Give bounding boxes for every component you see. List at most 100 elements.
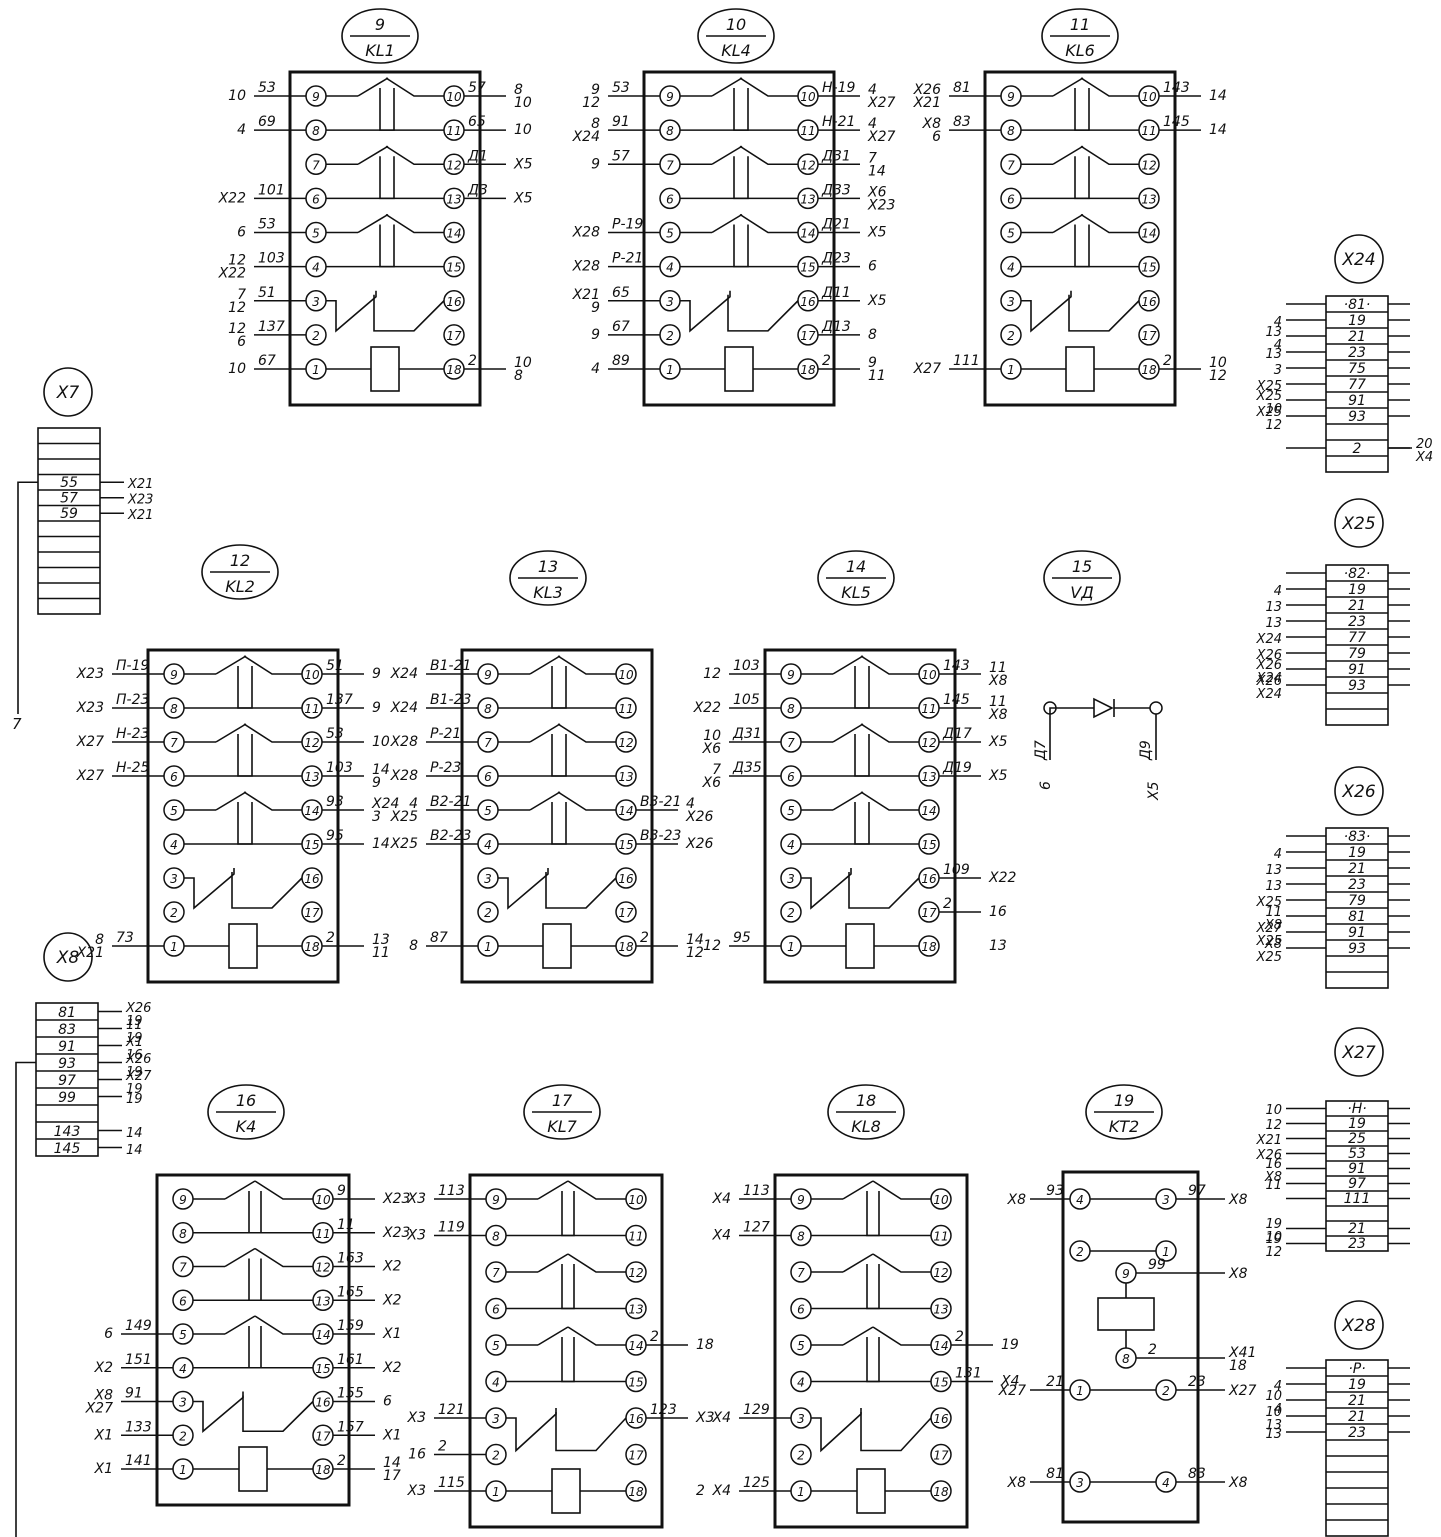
pin-number: 9	[492, 1193, 500, 1207]
changeover-contact	[373, 294, 445, 332]
destination-label-part: X27	[867, 129, 895, 145]
destination-label: 6	[383, 1394, 392, 1410]
pin-number: 17	[1141, 329, 1157, 343]
wire-label: Д21	[821, 217, 851, 233]
terminal-number: 77	[1348, 630, 1366, 646]
changeover-contact	[193, 1391, 244, 1433]
contact-blade	[1052, 77, 1084, 97]
pin-number: 7	[484, 736, 492, 750]
terminal-number: 21	[1348, 329, 1366, 345]
destination-label-part: X24	[572, 129, 600, 145]
wire-label: 83	[1188, 1466, 1206, 1482]
wire-label: 155	[337, 1386, 364, 1402]
contact-wire	[379, 224, 444, 268]
destination-label: 4	[1274, 315, 1282, 330]
terminal-number: 53	[1348, 1146, 1366, 1162]
destination-label-part: 4	[868, 116, 877, 132]
destination-label-part: 9	[591, 300, 600, 316]
pin-number: 6	[484, 770, 492, 784]
relay-title-circle	[201, 544, 279, 600]
destination-label: 11	[1265, 1178, 1282, 1193]
pin-number: 2	[666, 329, 674, 343]
destination-label: X28	[572, 225, 600, 241]
wire-label: Р-23	[430, 760, 461, 776]
terminal-number: ·Н·	[1347, 1101, 1366, 1117]
pin-number: 3	[492, 1412, 500, 1426]
pin-number: 10	[800, 90, 816, 104]
wire-label: 69	[258, 114, 276, 130]
destination-label: 13	[1265, 879, 1282, 894]
destination-label: 10	[228, 88, 246, 104]
diode-terminal	[1149, 701, 1163, 715]
destination-label-part: 12	[228, 253, 246, 269]
terminal-number: 21	[1348, 1393, 1366, 1409]
wire-label: Д31	[821, 148, 851, 164]
pin-number: 11	[628, 1230, 643, 1244]
destination-label-part: X21	[572, 287, 600, 303]
destination-label: X22	[693, 700, 721, 716]
wire-label: 2	[1163, 353, 1172, 369]
destination-label: 6	[104, 1326, 113, 1342]
wire-label: 2	[943, 896, 952, 912]
pin-4	[163, 833, 185, 855]
pin-number: 10	[446, 90, 462, 104]
destination-label-part: 14	[868, 163, 886, 179]
pin-number: 18	[933, 1485, 949, 1499]
pin-number: 15	[315, 1362, 330, 1376]
destination-label-part: 14	[372, 762, 390, 778]
coil	[542, 923, 572, 969]
wire-label: 81	[953, 80, 971, 96]
terminal-block-title-circle	[43, 367, 93, 417]
contact-blade	[537, 1180, 569, 1200]
pin-number: 8	[1122, 1352, 1130, 1366]
contact-blade	[842, 1326, 874, 1346]
destination-label-part: X21	[913, 95, 941, 111]
destination-label: X4	[712, 1228, 732, 1244]
contact-blade	[254, 1247, 313, 1268]
destination-label: X2	[382, 1259, 402, 1275]
wire-label: 123	[650, 1402, 677, 1418]
pin-number: 7	[666, 158, 674, 172]
contact-blade	[842, 1180, 874, 1200]
pin-number: 18	[921, 940, 937, 954]
contact-wire	[237, 666, 302, 709]
relay-number: 17	[552, 1091, 573, 1110]
terminal-block-title-circle	[43, 932, 93, 982]
pin-number: 17	[933, 1449, 949, 1463]
wire-label: В3-21	[640, 794, 681, 810]
pin-number: 13	[446, 192, 461, 206]
wire-label: Д33	[821, 182, 851, 198]
pin-number: 18	[800, 363, 816, 377]
pin-number: 7	[787, 736, 795, 750]
relay-body	[146, 648, 340, 984]
contact-wire	[1074, 88, 1139, 131]
wire-label: 157	[337, 1419, 364, 1435]
changeover-contact	[242, 1395, 314, 1433]
pin-number: 1	[179, 1463, 187, 1477]
terminal-number: ·83·	[1344, 829, 1371, 845]
pin-number: 18	[618, 940, 634, 954]
pin-4	[780, 833, 802, 855]
destination-label: X28	[572, 259, 600, 275]
pin-number: 16	[933, 1412, 949, 1426]
contact-blade	[711, 77, 743, 97]
destination-label-part: 3	[372, 809, 381, 825]
contact-blade	[357, 213, 389, 234]
pin-number: 3	[170, 872, 178, 886]
wire-label: 143	[943, 658, 970, 674]
pin-6	[790, 1297, 812, 1320]
destination-label-part: 9	[868, 355, 877, 371]
pin-number: 8	[484, 702, 492, 716]
pin-number: 17	[315, 1429, 331, 1443]
relay-number: 18	[856, 1091, 876, 1110]
changeover-contact	[1068, 294, 1140, 332]
destination-label-part: X24	[1256, 687, 1282, 702]
